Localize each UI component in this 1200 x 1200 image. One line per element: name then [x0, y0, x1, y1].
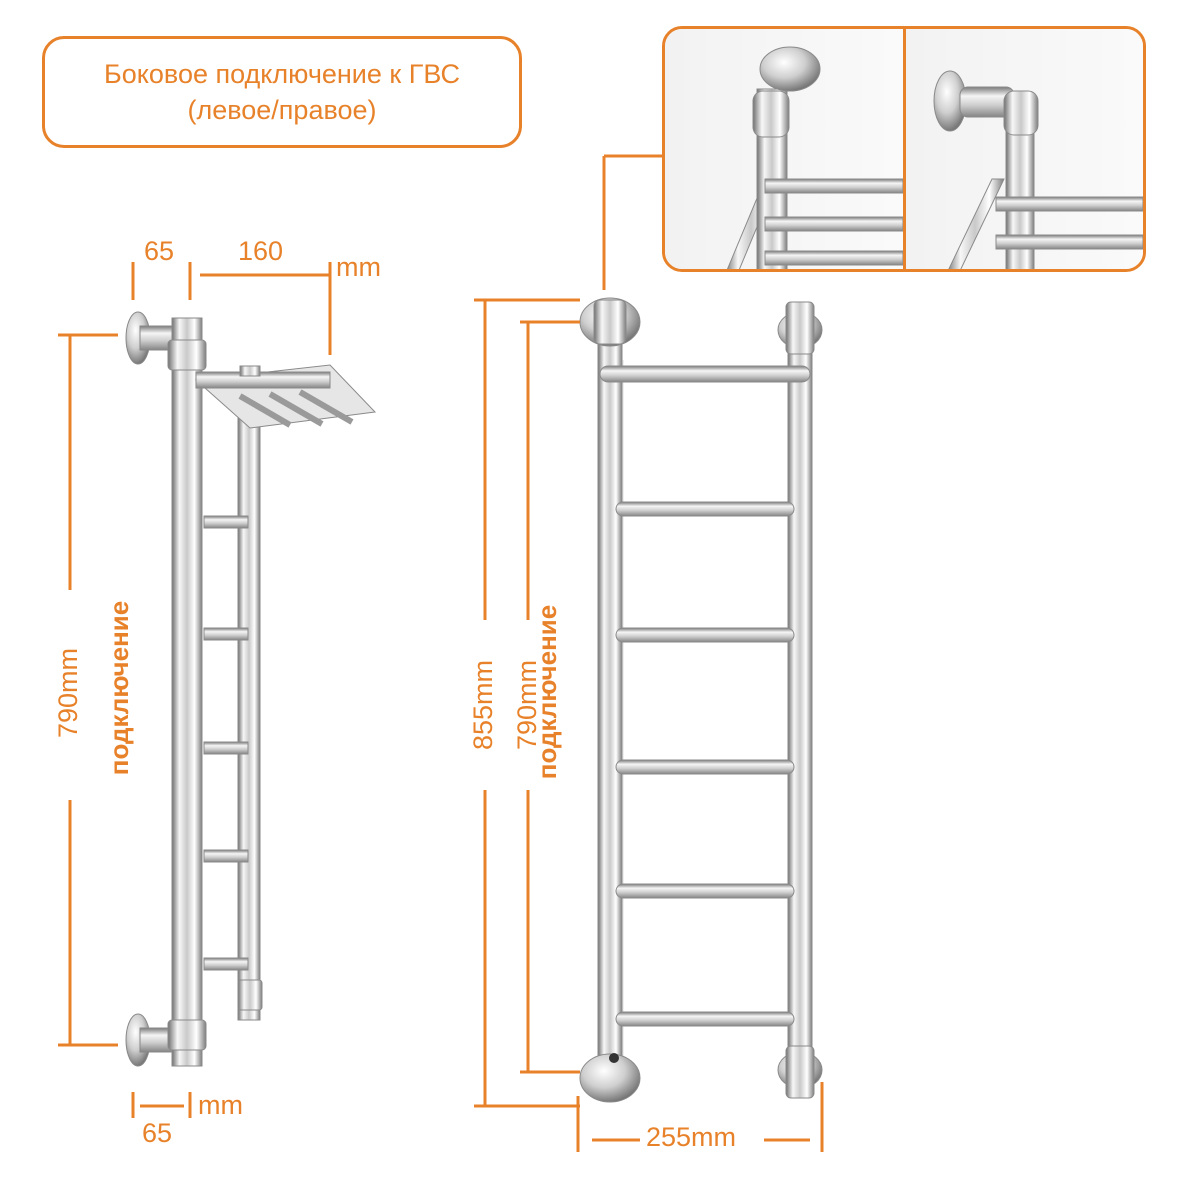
connection-detail-photos [662, 26, 1146, 272]
photo-divider [903, 29, 906, 269]
side-dim-top-left: 65 [144, 236, 175, 266]
title-line-1: Боковое подключение к ГВС [104, 59, 460, 89]
side-dim-top-right: 160 [238, 236, 284, 266]
side-height-label: 790mm [53, 647, 83, 739]
connection-detail-photo-left [665, 29, 904, 269]
side-unit-top: mm [336, 252, 381, 282]
side-height-caption: подключение [104, 600, 134, 776]
front-width-label: 255mm [646, 1122, 737, 1152]
front-view-rail [579, 297, 823, 1103]
side-unit-bottom: mm [198, 1090, 243, 1120]
side-dim-bottom: 65 [142, 1118, 173, 1148]
front-connection-caption: подключение [532, 604, 562, 780]
side-view-rail [125, 311, 377, 1067]
title-line-2: (левое/правое) [187, 95, 377, 125]
front-view-dimensions [474, 154, 824, 1152]
side-view-dimensions [58, 262, 332, 1118]
front-total-height: 855mm [468, 659, 498, 751]
title-box: Боковое подключение к ГВС (левое/правое) [42, 36, 522, 148]
connection-detail-photo-right [906, 29, 1143, 269]
